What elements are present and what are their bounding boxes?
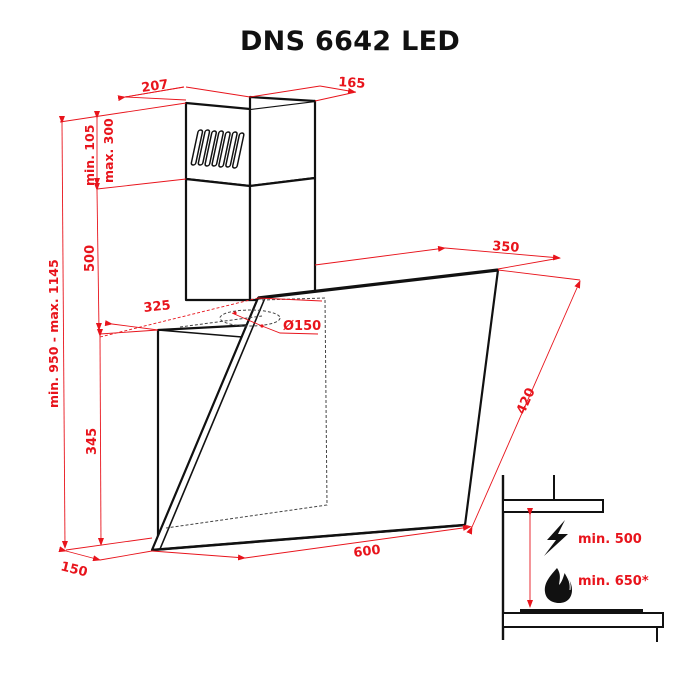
dim-chimney-width: 207 [140,77,169,96]
glass-top-edge [257,268,499,300]
clearance-electric-label: min. 500 [578,532,642,547]
duct-outlet-ellipse [219,309,281,327]
page-title: DNS 6642 LED [239,26,461,57]
dim-body-height: 345 [85,428,100,455]
dim-outlet-offset: 325 [143,298,172,316]
dim-chimney-depth: 165 [338,75,366,92]
glass-rail-outer [151,297,259,551]
lower-chimney-left-face [184,177,252,302]
dim-base-depth: 150 [59,559,89,580]
dim-chimney-upper-max: max. 300 [101,118,116,183]
body-top-edge [157,329,243,338]
lower-chimney-right-face [248,176,317,302]
flame-icon [544,568,572,603]
hidden-body-outline [165,297,328,529]
glass-rail-inner [159,297,266,550]
clearance-gas-label: min. 650* [578,574,649,589]
installation-clearance-inset [501,475,664,642]
vent-grille-icon [190,129,245,169]
glass-bottom-edge [151,523,466,552]
hood-outline [150,95,500,552]
countertop [502,612,664,628]
dimension-lines [58,85,581,562]
hood-shelf [502,499,604,513]
dim-glass-height: 420 [514,386,539,417]
dim-top-depth: 350 [492,239,520,256]
dim-chimney-upper-min: min. 105 [82,125,97,186]
upper-chimney-right-face [248,99,317,188]
dim-outlet-diameter: Ø150 [283,319,321,334]
dim-width: 600 [353,543,382,561]
hidden-top-line [179,315,263,328]
hob-surface [520,609,643,613]
dim-total-height: min. 950 - max. 1145 [46,259,61,408]
lightning-icon [544,520,568,556]
dim-chimney-lower: 500 [83,245,98,272]
